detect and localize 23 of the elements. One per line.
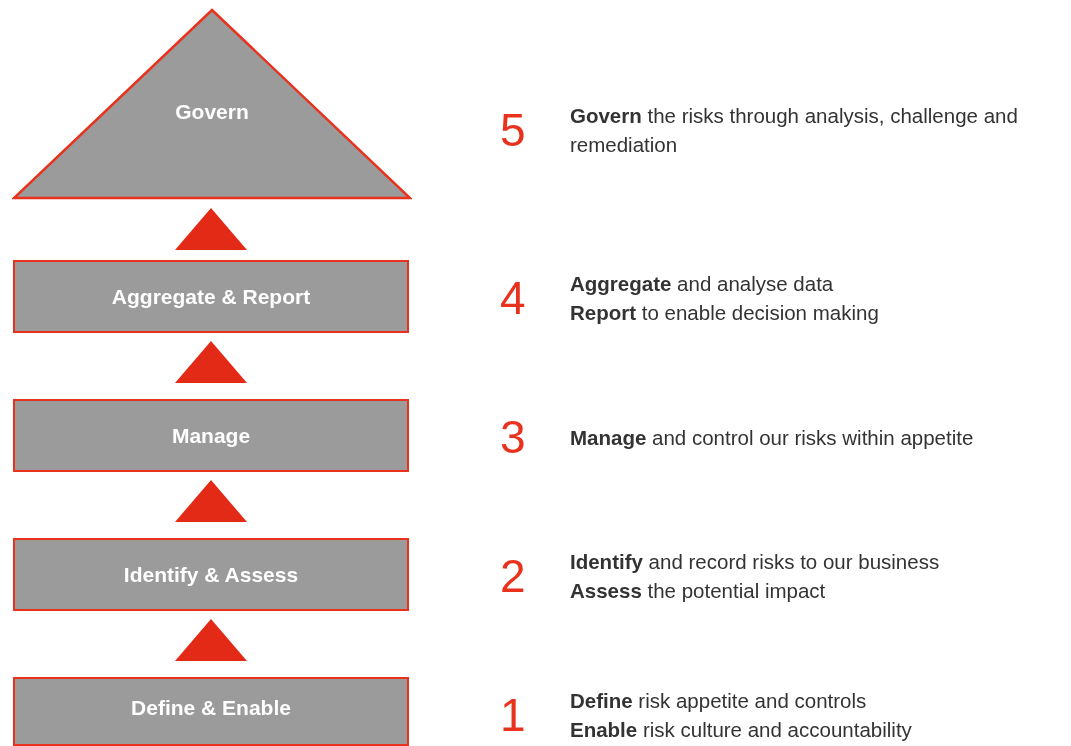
step-description: Aggregate and analyse data — [570, 271, 835, 297]
step-label: Govern — [175, 100, 249, 124]
step-number: 4 — [500, 275, 527, 321]
step-label: Define & Enable — [131, 695, 291, 720]
step-number: 5 — [500, 107, 527, 153]
step-label: Aggregate & Report — [111, 284, 311, 309]
process-box — [13, 538, 409, 611]
step-number: 3 — [500, 414, 527, 460]
process-box — [13, 677, 409, 746]
step-number: 1 — [500, 692, 527, 738]
process-box — [13, 260, 409, 333]
step-label: Identify & Assess — [123, 562, 299, 587]
step-description: Enable risk culture and accountability — [570, 717, 912, 743]
triangle-shape — [12, 8, 412, 200]
step-number: 2 — [500, 553, 527, 599]
step-description: Identify and record risks to our business — [570, 549, 940, 575]
step-description: Govern the risks through analysis, challenge and remediation — [570, 103, 1019, 158]
step-description: Assess the potential impact — [570, 578, 827, 604]
step-description: Define risk appetite and controls — [570, 688, 868, 714]
step-label: Manage — [171, 423, 251, 448]
process-box — [13, 399, 409, 472]
step-description: Manage and control our risks within appetite — [570, 424, 974, 451]
step-description: Report to enable decision making — [570, 300, 879, 326]
